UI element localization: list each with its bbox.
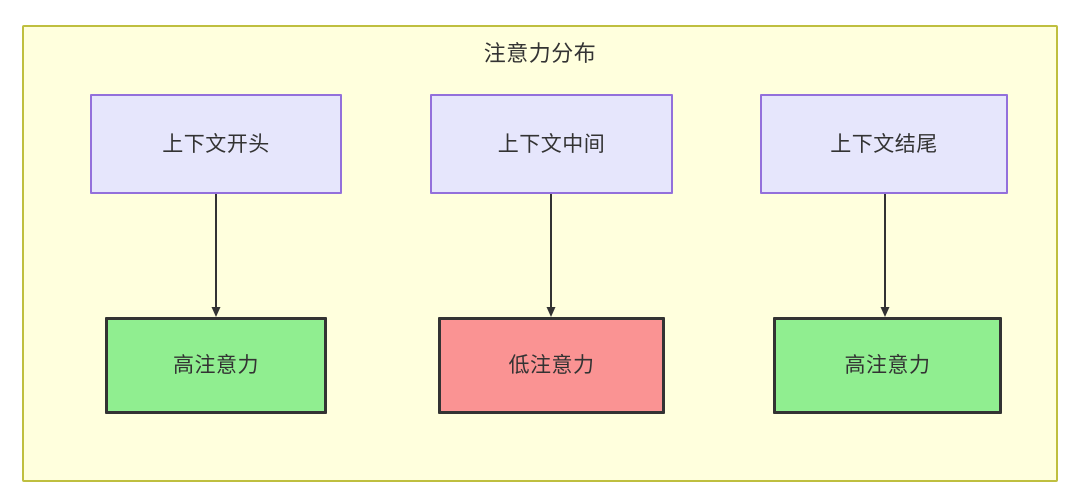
node-attention-high-start[interactable]: 高注意力 — [105, 317, 327, 414]
node-context-end[interactable]: 上下文结尾 — [760, 94, 1008, 194]
diagram-title: 注意力分布 — [483, 41, 597, 66]
node-context-middle[interactable]: 上下文中间 — [430, 94, 673, 194]
node-attention-low-middle[interactable]: 低注意力 — [438, 317, 665, 414]
node-context-start[interactable]: 上下文开头 — [90, 94, 342, 194]
node-attention-high-end[interactable]: 高注意力 — [773, 317, 1002, 414]
attention-distribution-container: 注意力分布 上下文开头 上下文中间 上下文结尾 高注意力 低注意力 — [22, 25, 1058, 482]
